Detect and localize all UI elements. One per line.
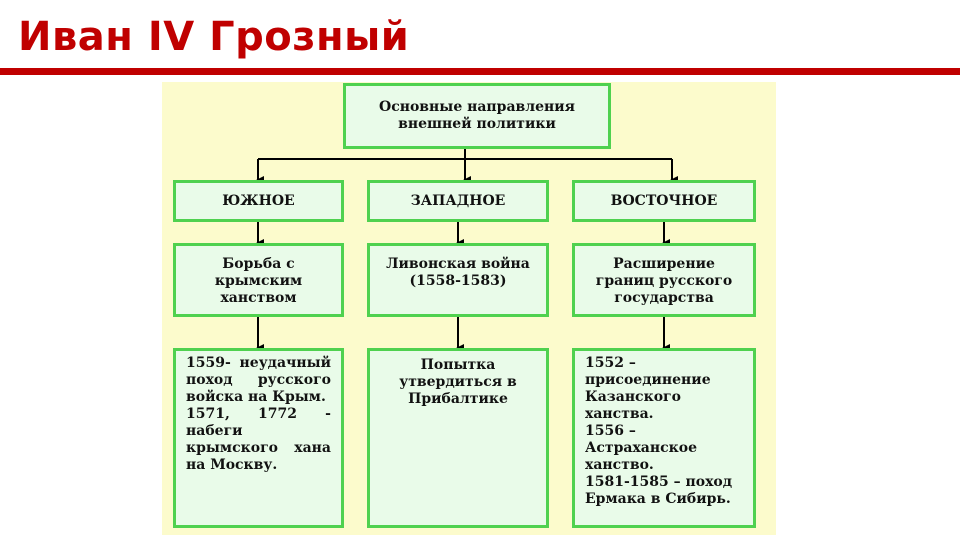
direction-box-east: ВОСТОЧНОЕ [572, 180, 756, 222]
details-south-line-2: 1571, 1772 - набеги крымского хана на Мо… [186, 406, 331, 473]
details-west-line-1: Попытка утвердиться в Прибалтике [399, 357, 517, 407]
details-east-line-1: 1552 – присоединение Казанского ханства. [585, 355, 711, 422]
direction-label-west: ЗАПАДНОЕ [410, 192, 506, 209]
goal-label-east: Расширение границ русского государства [595, 256, 733, 306]
details-box-west: Попытка утвердиться в Прибалтике [367, 348, 549, 528]
direction-box-south: ЮЖНОЕ [173, 180, 344, 222]
root-box: Основные направления внешней политики [343, 83, 611, 149]
goal-box-south: Борьба с крымским ханством [173, 243, 344, 317]
goal-box-west: Ливонская война (1558-1583) [367, 243, 549, 317]
page-title: Иван IV Грозный [18, 14, 410, 60]
details-east-line-3: 1581-1585 – поход Ермака в Сибирь. [585, 474, 733, 507]
title-underline [0, 68, 960, 75]
details-south-line-1: 1559- неудачный поход русского войска на… [186, 355, 331, 405]
goal-label-south: Борьба с крымским ханством [214, 256, 303, 306]
details-east-line-2: 1556 – Астраханское ханство. [585, 423, 698, 473]
details-box-south: 1559- неудачный поход русского войска на… [173, 348, 344, 528]
direction-box-west: ЗАПАДНОЕ [367, 180, 549, 222]
goal-label-west: Ливонская война (1558-1583) [386, 256, 530, 289]
root-label: Основные направления внешней политики [379, 99, 575, 132]
direction-label-south: ЮЖНОЕ [222, 192, 295, 209]
goal-box-east: Расширение границ русского государства [572, 243, 756, 317]
direction-label-east: ВОСТОЧНОЕ [610, 192, 718, 209]
details-box-east: 1552 – присоединение Казанского ханства.… [572, 348, 756, 528]
